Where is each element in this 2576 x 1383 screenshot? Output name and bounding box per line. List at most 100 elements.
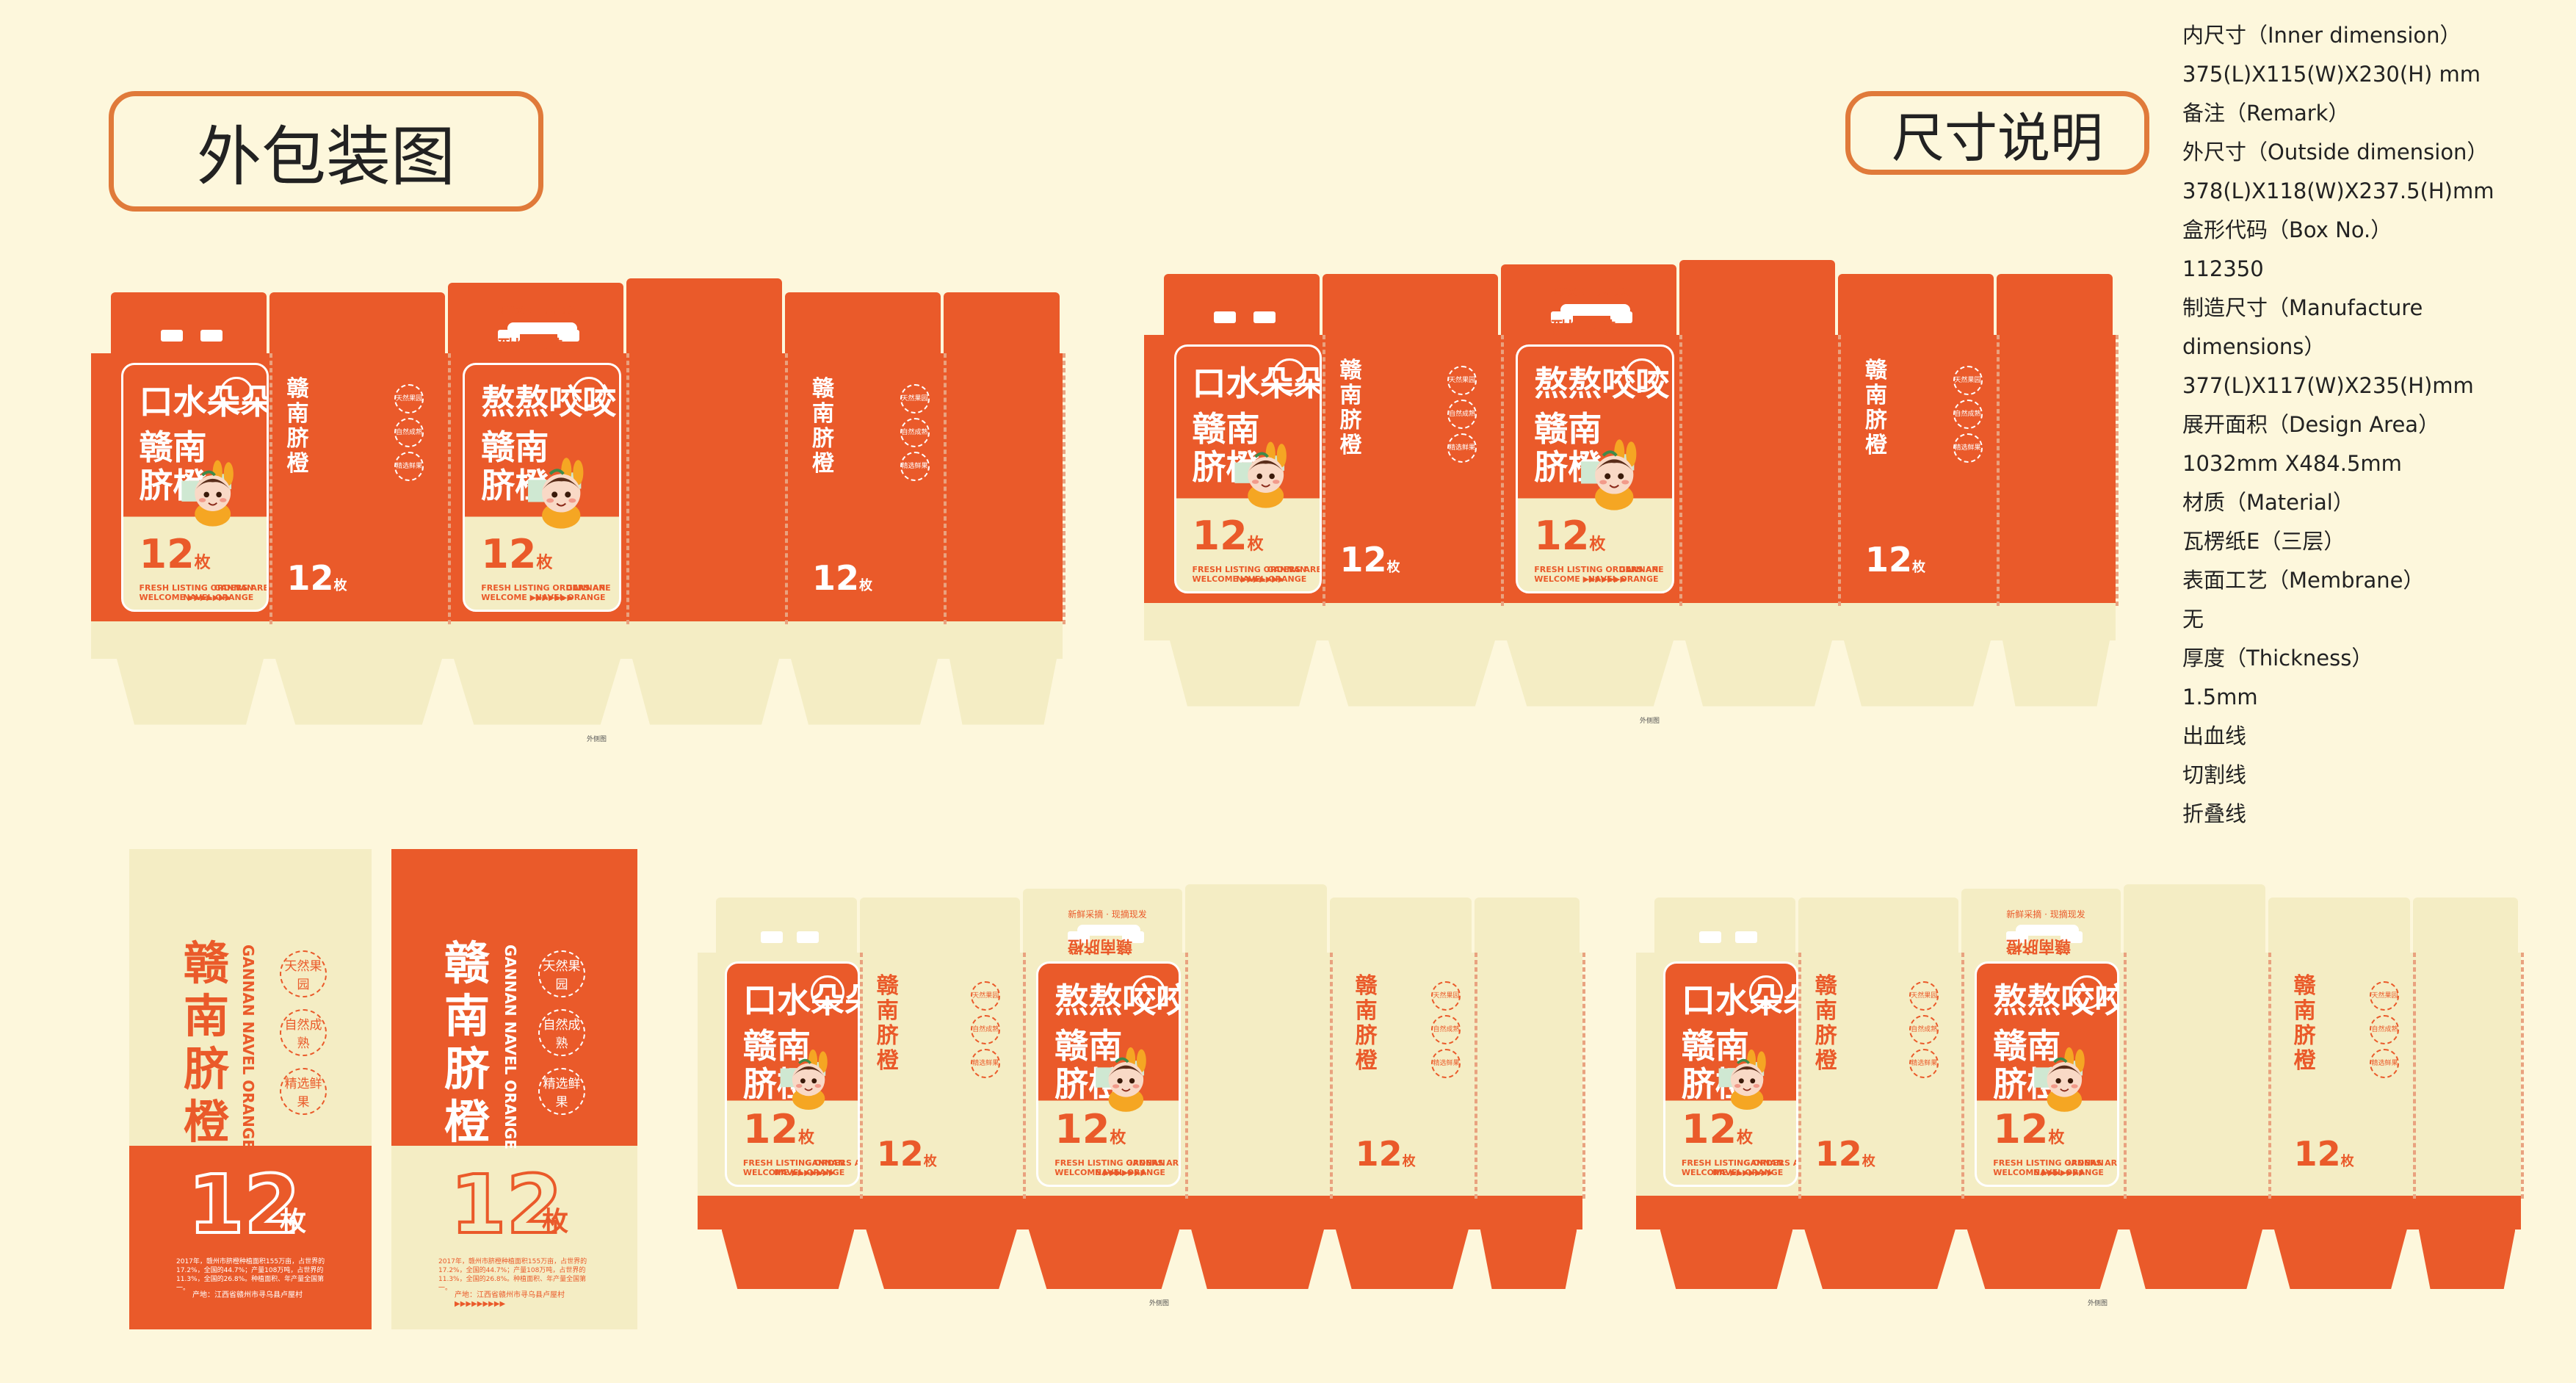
count-number: 12: [1355, 1134, 1403, 1174]
side-panel-english: GANNAN NAVEL ORANGE: [502, 945, 519, 1149]
badge-natural-ripe: 自然成熟: [2370, 1015, 2400, 1044]
spec-line: 备注（Remark）: [2182, 101, 2350, 126]
mascot-wrapper: [175, 394, 244, 598]
side-panel-title: 赣南脐橙: [183, 936, 229, 1149]
gannan-line: GANNAN: [214, 582, 254, 593]
count-number: 12: [449, 1156, 564, 1253]
front-panel-card: 口水朵朵跌赣南脐橙12枚FRESH LISTING ORDERS AREWELC…: [1173, 344, 1323, 593]
badge-selected-fresh: 精选鲜果: [280, 1068, 327, 1115]
badge-natural-ripe: 自然成熟: [971, 1015, 1001, 1044]
fresh-line: FRESH LISTING ORDERS ARE: [1534, 564, 1664, 574]
spec-line: 切割线: [2182, 762, 2247, 787]
fold-line: [269, 353, 272, 624]
fold-line: [1838, 335, 1841, 606]
side-panel-lower-band: [129, 1146, 372, 1329]
side-title: 赣南脐橙: [876, 973, 899, 1074]
count-block: 12枚: [481, 531, 552, 577]
count-number: 12: [1192, 512, 1248, 559]
spec-line: 375(L)X115(W)X230(H) mm: [2182, 62, 2481, 87]
fold-line: [626, 353, 629, 624]
badge-natural-ripe: 自然成熟: [1909, 1015, 1939, 1044]
bottom-flap: [1170, 640, 1317, 707]
count-number: 12: [286, 558, 334, 599]
dieline-bottom-middle: 新鲜采摘 · 现摘现发赣南脐橙口水朵朵跌赣南脐橙12枚FRESH LISTING…: [698, 884, 1601, 1315]
gannan-line: NAVEL ORANGE: [1236, 574, 1307, 584]
spec-line: 1032mm X484.5mm: [2182, 451, 2402, 476]
count-number: 12: [2293, 1134, 2341, 1174]
front-panel-card: 口水朵朵跌赣南脐橙12枚FRESH LISTING ORDERS AREWELC…: [120, 362, 269, 612]
mascot-illustration: [1234, 441, 1287, 508]
spec-line: 外尺寸（Outside dimension）: [2182, 140, 2489, 165]
arrow-row: ▶▶▶▶▶▶▶▶▶: [455, 1300, 506, 1308]
badge-natural-ripe: 自然成熟: [1953, 400, 1983, 429]
top-flap: [626, 278, 782, 353]
bottom-flap: [866, 1229, 1017, 1290]
dieline-caption: 外侧图: [1640, 718, 1660, 726]
bottom-flap: [1028, 1229, 1180, 1290]
badge-natural-orchard: 天然果园: [900, 384, 930, 414]
top-flap: [1798, 897, 1958, 953]
bottom-flap: [454, 659, 621, 725]
spec-line: 盒形代码（Box No.）: [2182, 217, 2392, 242]
gannan-line: GANNAN: [565, 582, 606, 593]
top-flap: [269, 292, 445, 353]
fold-line: [1501, 335, 1504, 606]
spec-line: 1.5mm: [2182, 685, 2258, 709]
bottom-flap: [275, 659, 442, 725]
count-unit: 枚: [1862, 1154, 1875, 1170]
gannan-line: NAVEL ORANGE: [1588, 574, 1659, 584]
hang-slot: [1560, 304, 1630, 317]
fold-line: [2268, 953, 2271, 1199]
spec-line: dimensions）: [2182, 334, 2326, 359]
gannan-line: NAVEL ORANGE: [1094, 1168, 1165, 1178]
hand-cut: [1699, 931, 1722, 943]
origin-text: 产地：江西省赣州市寻乌县卢屋村: [192, 1291, 303, 1299]
fold-line: [2412, 953, 2416, 1199]
top-flap: [1679, 259, 1835, 335]
spec-line: 内尺寸（Inner dimension）: [2182, 23, 2461, 48]
spec-line: 112350: [2182, 256, 2264, 281]
fold-line: [1679, 335, 1682, 606]
fresh-line: WELCOME ▶▶▶▶▶▶▶: [1534, 574, 1627, 584]
badge-natural-ripe: 自然成熟: [538, 1009, 585, 1056]
gannan-line: GANNAN: [1126, 1158, 1165, 1169]
mascot-wrapper: [1574, 376, 1647, 579]
count-unit: 枚: [859, 578, 873, 594]
top-flap: [2268, 897, 2410, 953]
fold-line: [2124, 953, 2127, 1199]
badge-natural-orchard: 天然果园: [1909, 981, 1939, 1011]
gannan-line: NAVEL ORANGE: [535, 592, 606, 602]
origin-text: 产地：江西省赣州市寻乌县卢屋村: [455, 1291, 565, 1299]
count-unit: 枚: [1912, 560, 1926, 576]
mascot-wrapper: [521, 394, 594, 598]
count-block: 12枚: [1356, 1134, 1416, 1174]
bottom-flap: [2130, 1229, 2262, 1290]
fresh-line: WELCOME ▶▶▶▶▶▶▶: [1993, 1168, 2085, 1178]
glue-tab: [91, 361, 111, 614]
spec-line: 表面工艺（Membrane）: [2182, 568, 2425, 593]
reversed-brand-text: 赣南脐橙: [497, 335, 562, 354]
top-flap: [2124, 884, 2265, 953]
top-flap: [1961, 889, 2121, 953]
side-note: 2017年，赣州市脐橙种植面积155万亩，占世界的17.2%，全国的44.7%；…: [176, 1258, 325, 1292]
mascot-illustration: [1096, 1047, 1146, 1112]
hand-cut: [797, 931, 820, 943]
fold-line: [1798, 953, 1802, 1199]
top-flap: [111, 292, 267, 353]
orange-logo-icon: [220, 376, 254, 411]
size-description-heading-box: 尺寸说明: [1845, 91, 2149, 175]
count-unit: 枚: [280, 1207, 307, 1237]
bottom-flap: [1844, 640, 1991, 707]
badge-natural-orchard: 天然果园: [1431, 981, 1461, 1011]
spec-line: 折叠线: [2182, 801, 2247, 826]
